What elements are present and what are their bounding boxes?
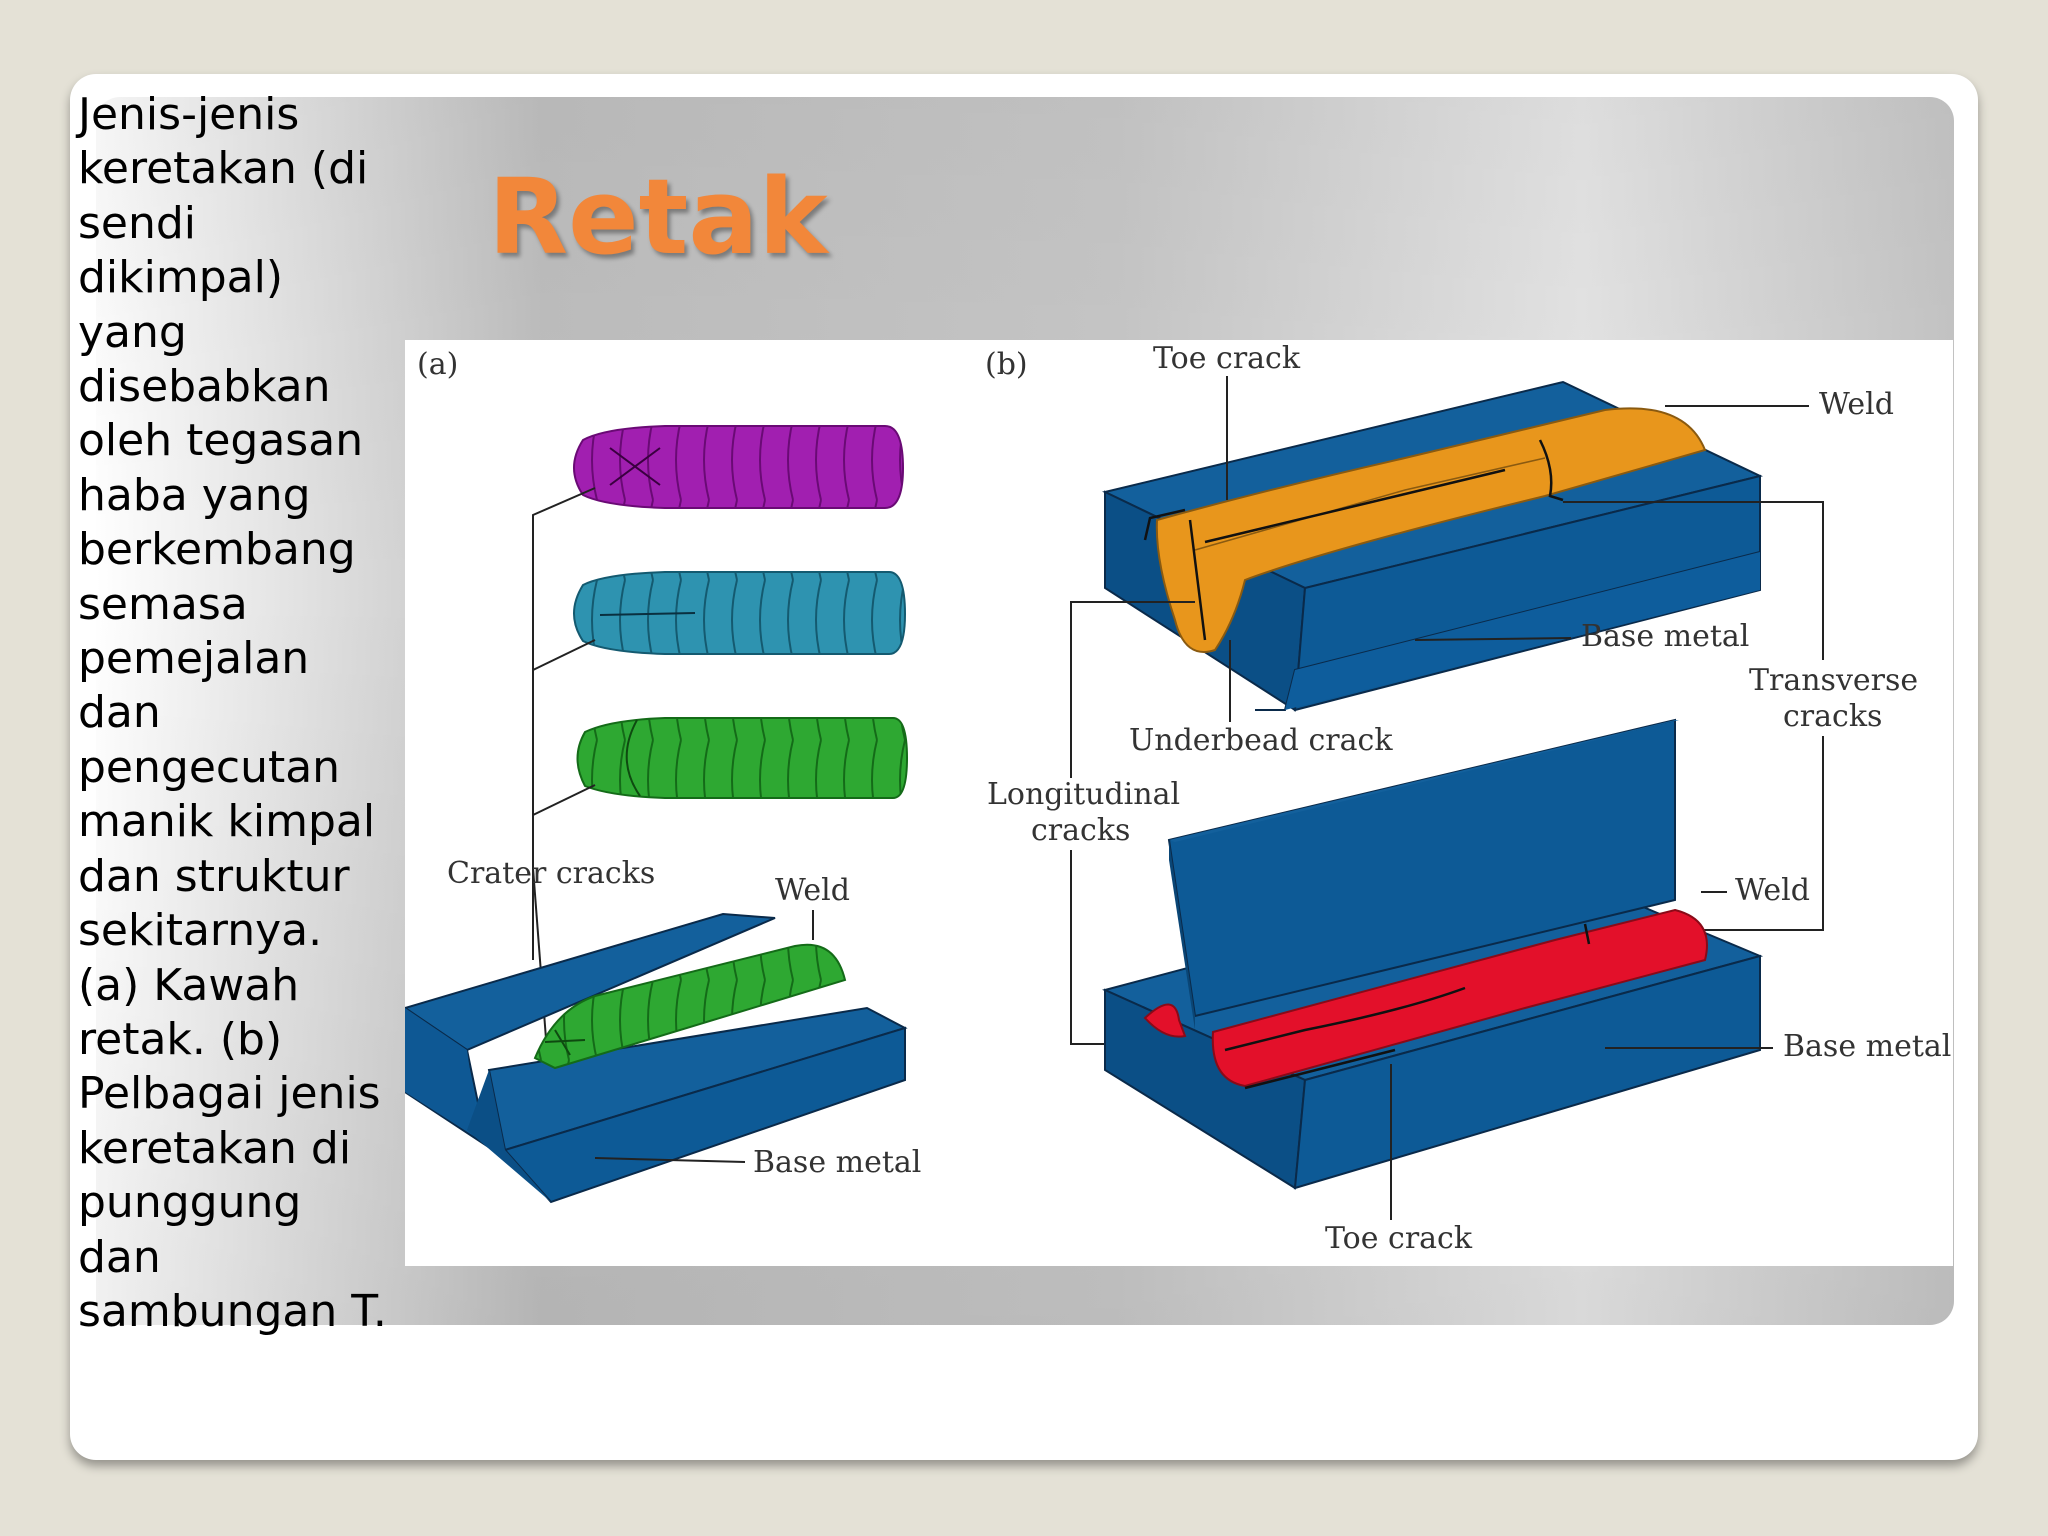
panel-a: (a) Crater cracks Weld <box>405 347 921 1204</box>
panel-b: (b) Toe crack Weld Base metal Transverse… <box>985 341 1951 1256</box>
longitudinal-leader-top <box>1070 601 1195 778</box>
crater-leader-top <box>532 487 596 960</box>
top-base-leader <box>1414 637 1572 641</box>
bottom-toe-crack-label: Toe crack <box>1325 1221 1473 1256</box>
panel-b-tag: (b) <box>985 347 1028 382</box>
crack-diagram: (a) Crater cracks Weld <box>405 341 1951 1256</box>
crater-bead-purple <box>573 425 905 509</box>
bottom-base-metal-label: Base metal <box>1783 1029 1951 1064</box>
crater-leader-low <box>532 784 596 816</box>
butt-weld-orange <box>1143 407 1707 653</box>
weld-crack-figure: (a) Crater cracks Weld <box>405 340 1953 1266</box>
crater-cracks-label: Crater cracks <box>447 856 655 891</box>
panel-a-weld-label: Weld <box>775 873 850 908</box>
figure-caption: Jenis-jenis keretakan (di sendi dikimpal… <box>78 89 387 1337</box>
bottom-weld-label: Weld <box>1735 873 1810 908</box>
slide-title: Retak <box>488 156 828 278</box>
longitudinal-label-1: Longitudinal <box>987 777 1180 812</box>
crater-leader-mid <box>532 639 596 671</box>
crater-leader-plate <box>532 867 548 1053</box>
panel-a-base-plate <box>405 912 908 1204</box>
top-weld-label: Weld <box>1819 387 1894 422</box>
panel-a-weld-bead <box>533 943 847 1070</box>
top-toe-crack-label: Toe crack <box>1153 341 1301 376</box>
transverse-label-1: Transverse <box>1749 663 1918 698</box>
top-base-metal-label: Base metal <box>1581 619 1749 654</box>
crater-bead-teal <box>573 571 907 655</box>
panel-a-base-metal-label: Base metal <box>753 1145 921 1180</box>
panel-a-base-arrow <box>594 1157 746 1163</box>
crater-bead-green <box>576 717 909 799</box>
longitudinal-label-2: cracks <box>1031 813 1130 848</box>
transverse-label-2: cracks <box>1783 699 1882 734</box>
underbead-crack-label: Underbead crack <box>1129 723 1393 758</box>
transverse-leader-top <box>1563 501 1824 660</box>
panel-a-tag: (a) <box>417 347 458 382</box>
t-joint-weld-red <box>1143 908 1708 1090</box>
